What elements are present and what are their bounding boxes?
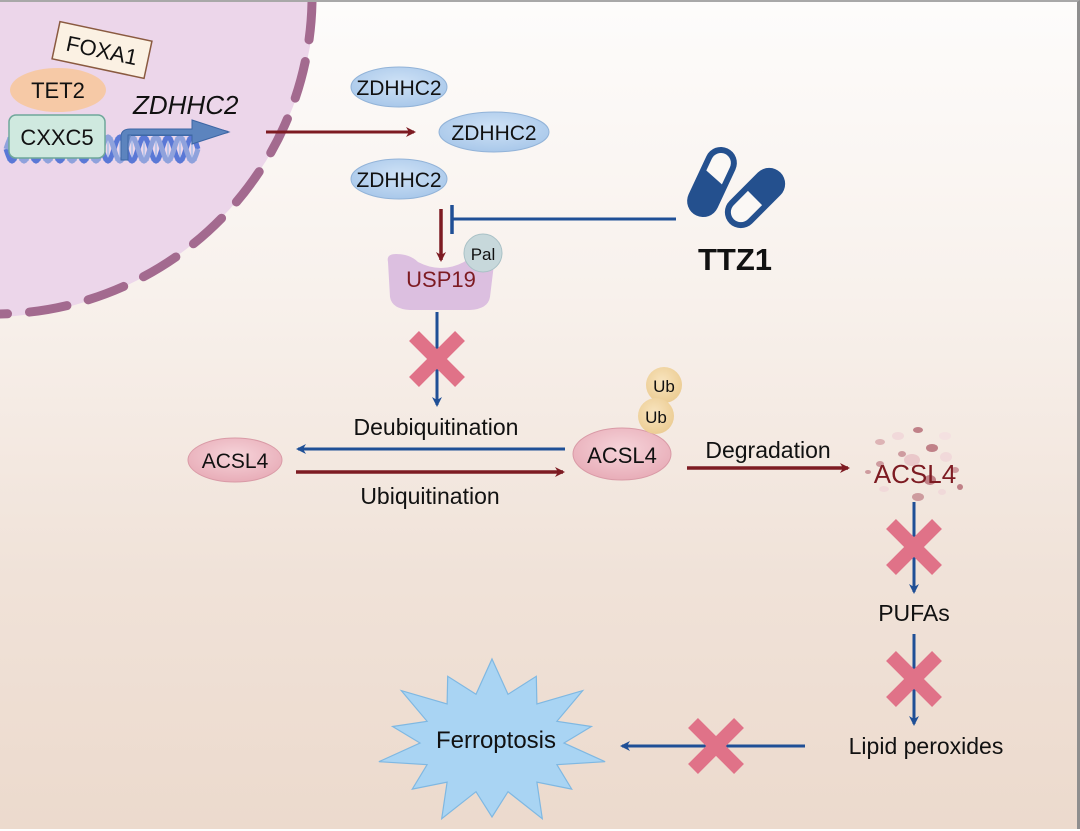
tet2-label: TET2 bbox=[31, 78, 85, 103]
block-cross-icon bbox=[886, 519, 942, 575]
deubiquitination-label: Deubiquitination bbox=[354, 414, 519, 440]
zdhhc2-protein: ZDHHC2 bbox=[350, 66, 448, 108]
svg-text:ZDHHC2: ZDHHC2 bbox=[356, 77, 441, 100]
cxxc5-label: CXXC5 bbox=[20, 125, 93, 150]
block-cross-icon bbox=[886, 651, 942, 707]
degraded-acsl4: ACSL4 bbox=[865, 427, 963, 501]
protein-fragment bbox=[939, 432, 951, 440]
pal-label: Pal bbox=[471, 245, 496, 264]
pufas-label: PUFAs bbox=[878, 600, 950, 626]
degraded-acsl4-label: ACSL4 bbox=[874, 459, 956, 489]
ubiquitinated-acsl4: ACSL4 bbox=[572, 427, 672, 481]
protein-fragment bbox=[879, 486, 889, 492]
svg-text:ZDHHC2: ZDHHC2 bbox=[451, 122, 536, 145]
zdhhc2-protein: ZDHHC2 bbox=[350, 158, 448, 200]
ferroptosis-label: Ferroptosis bbox=[436, 727, 556, 754]
gene-label: ZDHHC2 bbox=[132, 90, 239, 120]
ttz1-inhibition-line bbox=[450, 205, 676, 234]
svg-text:Ub: Ub bbox=[653, 377, 675, 396]
protein-fragment bbox=[904, 454, 920, 466]
degradation-label: Degradation bbox=[705, 437, 830, 463]
degradation-fragments bbox=[865, 427, 963, 501]
usp19-label: USP19 bbox=[406, 267, 476, 292]
svg-text:ZDHHC2: ZDHHC2 bbox=[356, 169, 441, 192]
protein-fragment bbox=[926, 444, 938, 452]
block-cross-icon bbox=[409, 331, 465, 387]
pal-circle: Pal bbox=[463, 233, 503, 273]
protein-fragment bbox=[898, 451, 906, 457]
ubiquitin-circle: Ub bbox=[646, 367, 682, 403]
svg-text:ACSL4: ACSL4 bbox=[587, 443, 657, 468]
ferroptosis-burst: Ferroptosis bbox=[378, 657, 606, 821]
protein-fragment bbox=[865, 470, 871, 474]
tet2-ellipse: TET2 bbox=[10, 68, 106, 112]
usp19-protein: USP19 bbox=[387, 254, 495, 310]
acsl4-protein: ACSL4 bbox=[187, 437, 283, 483]
protein-fragment bbox=[913, 427, 923, 433]
svg-text:ACSL4: ACSL4 bbox=[202, 450, 269, 473]
protein-fragment bbox=[892, 432, 904, 440]
capsule-drug-icon bbox=[687, 146, 786, 229]
zdhhc2-protein: ZDHHC2 bbox=[438, 111, 550, 153]
ubiquitin-circle: Ub bbox=[638, 398, 674, 434]
cxxc5-box: CXXC5 bbox=[8, 114, 106, 159]
protein-fragment bbox=[951, 467, 959, 473]
protein-fragment bbox=[912, 493, 924, 501]
ubiquitination-label: Ubiquitination bbox=[360, 483, 499, 509]
svg-text:Ub: Ub bbox=[645, 408, 667, 427]
protein-fragment bbox=[957, 484, 963, 490]
protein-fragment bbox=[924, 475, 936, 485]
foxa1-box: FOXA1 bbox=[51, 20, 153, 80]
protein-fragment bbox=[938, 489, 946, 495]
block-cross-icon bbox=[688, 718, 744, 774]
lipid-peroxides-label: Lipid peroxides bbox=[849, 733, 1004, 759]
protein-fragment bbox=[940, 452, 952, 462]
protein-fragment bbox=[876, 461, 884, 467]
drug-label: TTZ1 bbox=[698, 242, 772, 277]
protein-fragment bbox=[875, 439, 885, 445]
